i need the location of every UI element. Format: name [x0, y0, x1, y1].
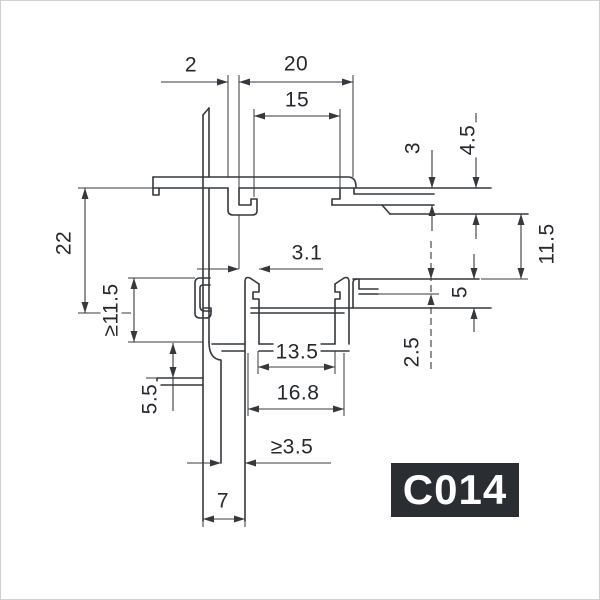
dim-5: 5 [448, 283, 472, 301]
dimension-arrowheads [81, 78, 525, 523]
dim-20: 20 [281, 52, 311, 76]
dim-4-5: 4.5 [456, 122, 480, 158]
dim-11-5-min-left: ≥11.5 [99, 281, 123, 339]
profile-outline [152, 107, 529, 522]
part-code-badge: C014 [391, 463, 519, 517]
dim-22: 22 [52, 228, 76, 258]
dim-16-8: 16.8 [274, 381, 322, 405]
dim-11-5-right: 11.5 [535, 221, 559, 267]
dim-13-5: 13.5 [273, 340, 321, 364]
dim-3-5-min: ≥3.5 [268, 435, 316, 459]
dim-2-5: 2.5 [400, 334, 424, 370]
dim-7: 7 [214, 489, 232, 513]
extension-lines [78, 75, 528, 527]
dim-3-1: 3.1 [289, 241, 325, 265]
dim-2: 2 [182, 53, 200, 77]
dim-15: 15 [282, 88, 312, 112]
dim-5-5: 5.5 [138, 381, 162, 417]
dim-3: 3 [401, 139, 425, 157]
